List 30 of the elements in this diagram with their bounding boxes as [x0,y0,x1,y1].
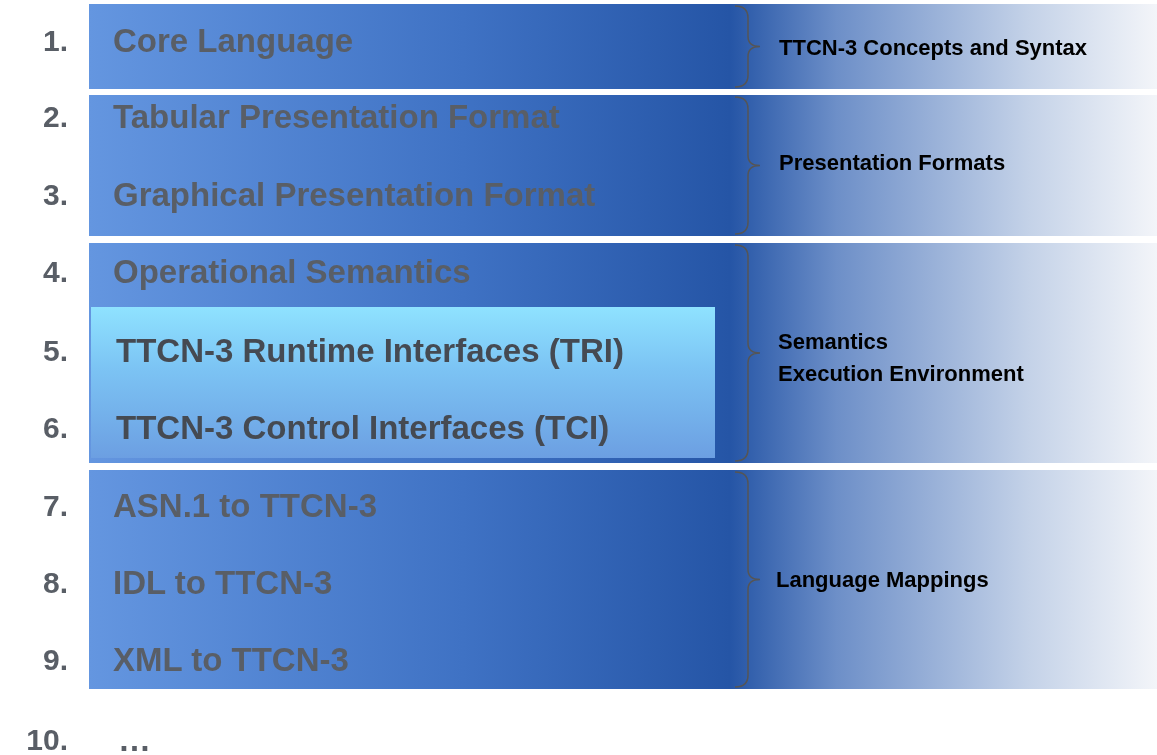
list-item: Tabular Presentation Format [113,97,560,137]
item-number: 7. [41,488,68,524]
ellipsis-text: … [118,720,151,755]
item-number: 8. [41,565,68,601]
section-band [89,470,1157,689]
item-number: 9. [41,642,68,678]
item-number: 1. [41,23,68,59]
list-item: Graphical Presentation Format [113,175,596,215]
list-item: IDL to TTCN-3 [113,563,333,603]
group-label: Presentation Formats [779,150,1006,176]
list-item: Operational Semantics [113,252,471,292]
section-band [89,243,1157,463]
item-number: 2. [41,99,68,135]
item-number: 10. [25,722,68,755]
section-band [89,95,1157,236]
group-label: Execution Environment [778,361,1024,387]
list-item: TTCN-3 Runtime Interfaces (TRI) [116,331,624,371]
list-item: TTCN-3 Control Interfaces (TCI) [116,408,610,448]
group-label: Language Mappings [776,567,989,593]
item-number: 5. [41,333,68,369]
list-item: XML to TTCN-3 [113,640,349,680]
group-label: Semantics [778,329,889,355]
item-number: 3. [41,177,68,213]
section-band [89,4,1157,89]
highlight-box [91,307,715,458]
group-label: TTCN-3 Concepts and Syntax [779,35,1088,61]
list-item: Core Language [113,21,354,61]
list-item: ASN.1 to TTCN-3 [113,486,377,526]
item-number: 6. [41,410,68,446]
item-number: 4. [41,254,68,290]
